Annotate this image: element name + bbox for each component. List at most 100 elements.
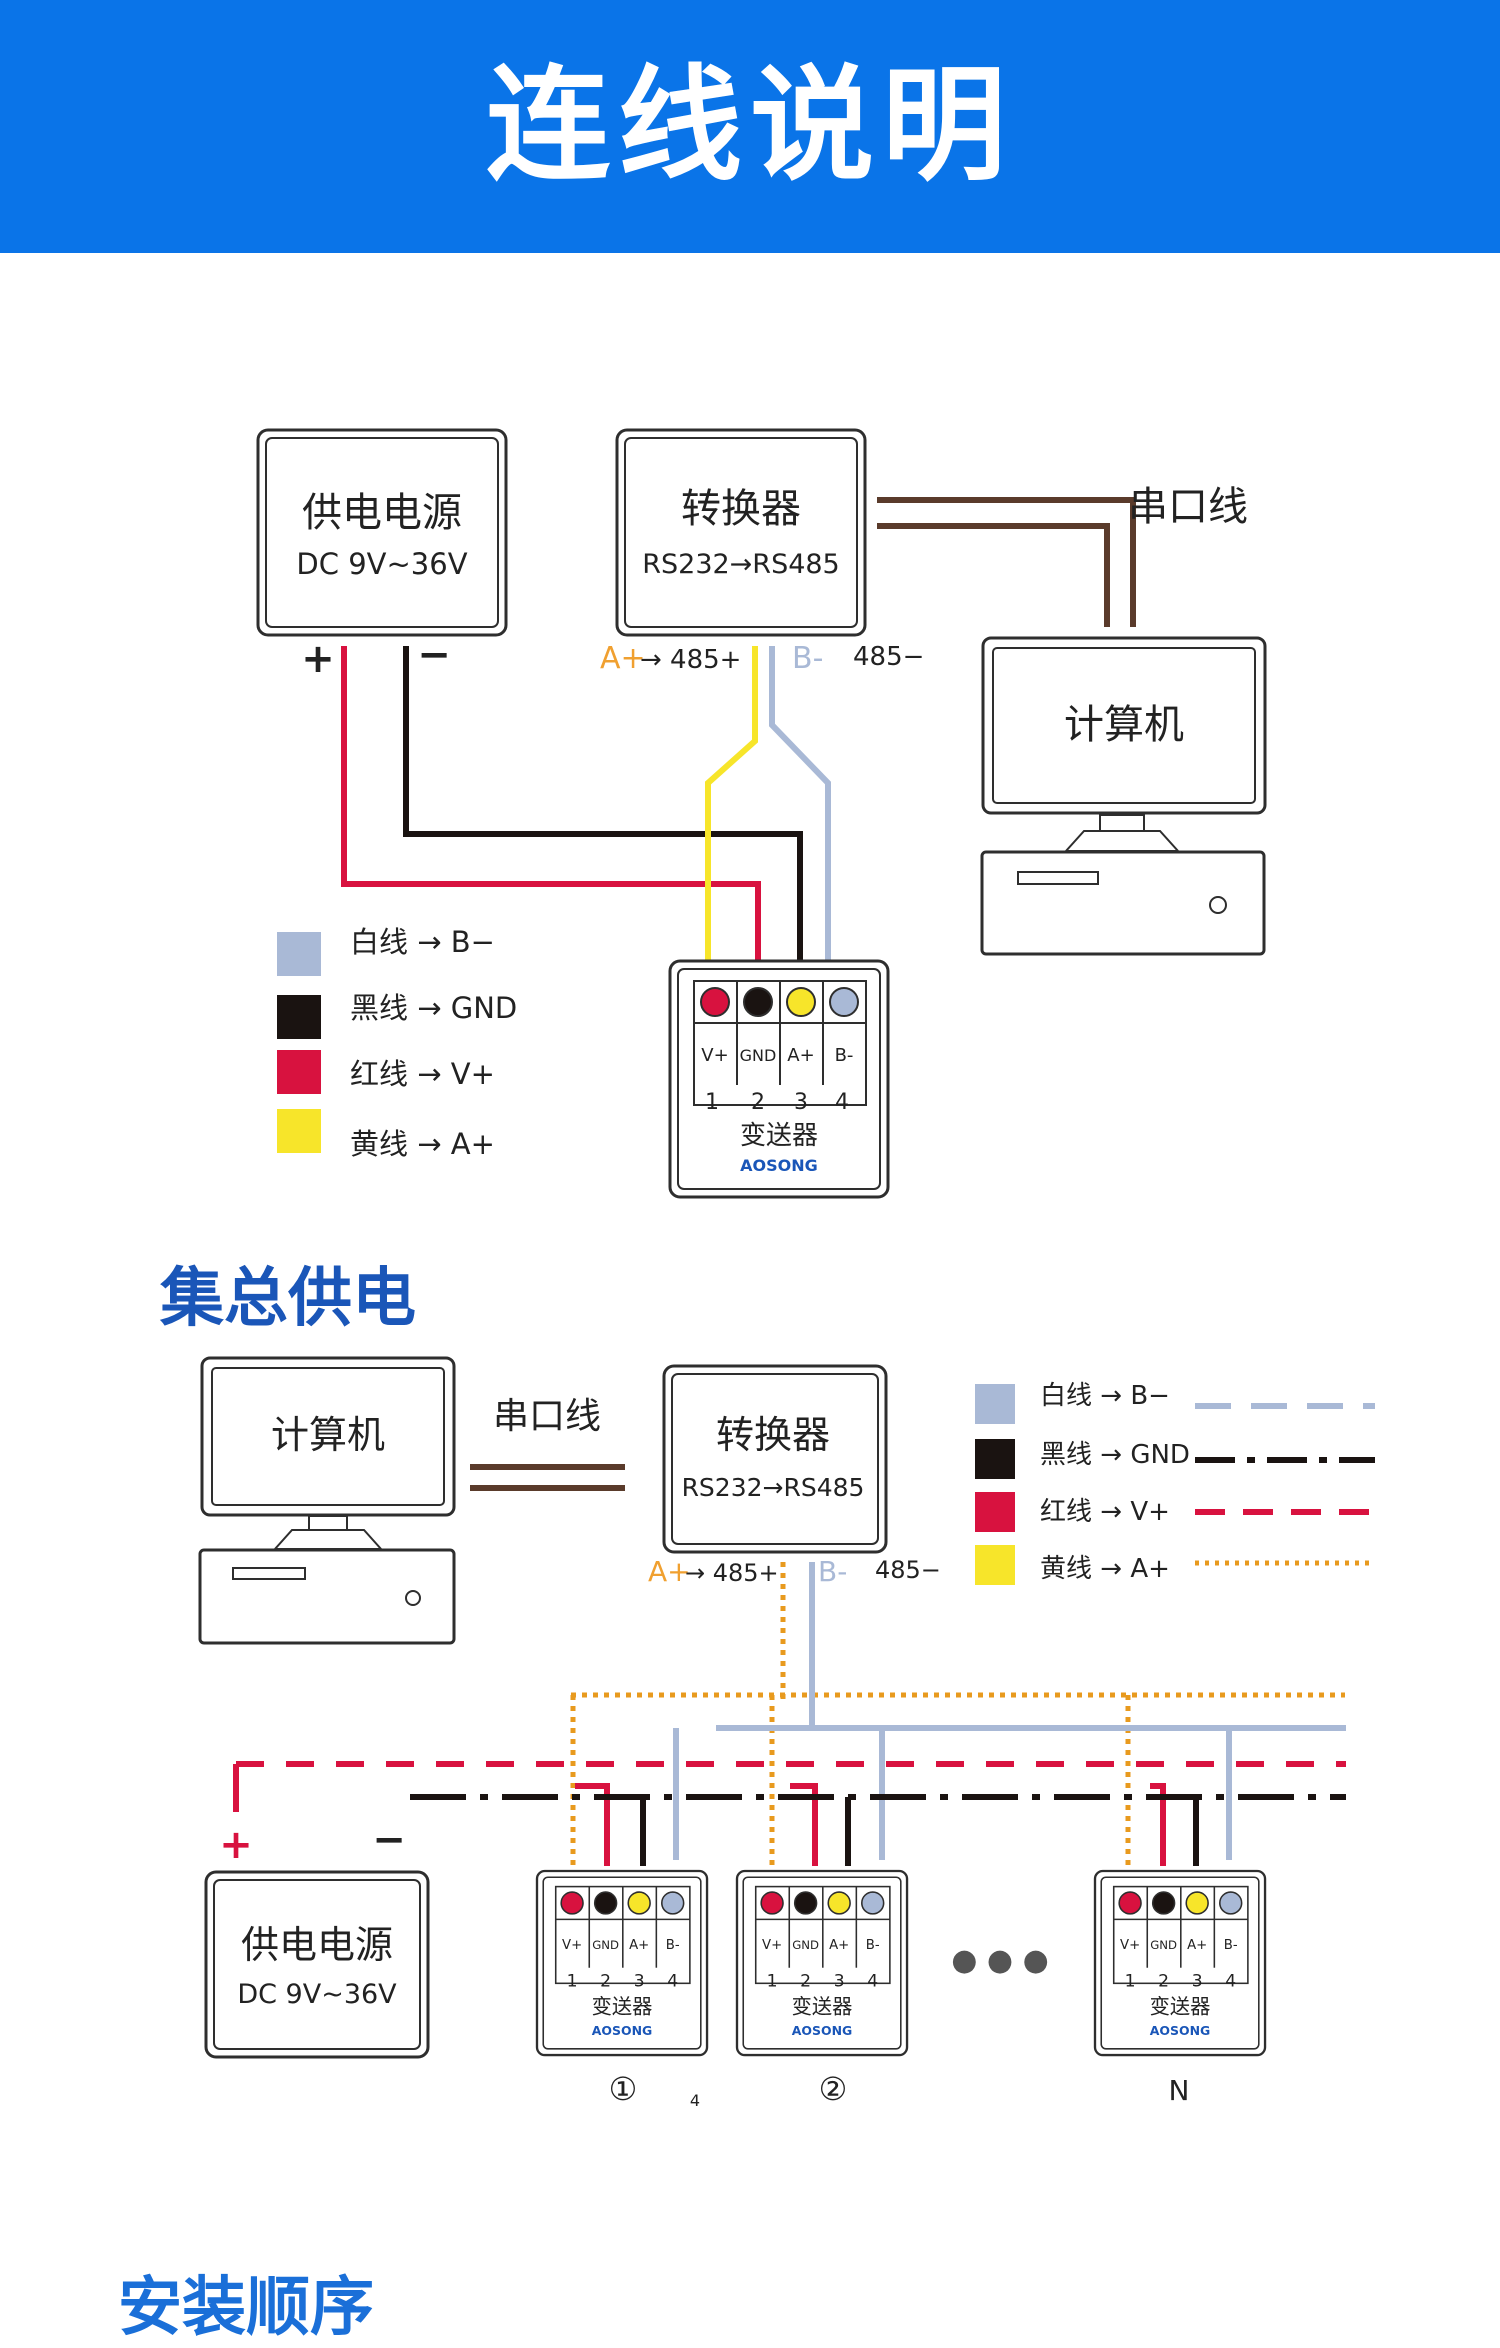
pin-label: A+ bbox=[629, 1938, 649, 1953]
title-banner bbox=[0, 0, 1500, 253]
transmitter-1-box: V+ GND A+ B- 1 2 3 4 变送器 AOSONG bbox=[535, 1869, 709, 2057]
power-spec: DC 9V~36V bbox=[296, 547, 467, 581]
svg-text:3: 3 bbox=[794, 1090, 808, 1115]
pin-number: 3 bbox=[1192, 1971, 1203, 1991]
computer-2-label: 计算机 bbox=[271, 1413, 385, 1457]
svg-text:A+: A+ bbox=[787, 1045, 814, 1066]
legend-1-white-label: 白线 → B− bbox=[350, 925, 495, 959]
pin-number: 3 bbox=[634, 1971, 645, 1991]
legend-2-red-label: 红线 → V+ bbox=[1040, 1497, 1170, 1527]
transmitter-3-box: V+ GND A+ B- 1 2 3 4 变送器 AOSONG bbox=[1093, 1869, 1267, 2057]
a-plus-out-label: → 485+ bbox=[640, 645, 741, 675]
power-supply-box: 供电电源 DC 9V~36V bbox=[256, 428, 508, 637]
bus-wires bbox=[233, 1562, 1346, 1866]
pin-number: 2 bbox=[1158, 1971, 1169, 1991]
section-title-central-power: 集总供电 bbox=[160, 1262, 416, 1336]
transmitter-brand: AOSONG bbox=[592, 2023, 653, 2038]
pin-number: 1 bbox=[1125, 1971, 1136, 1991]
section-title-install-order: 安装顺序 bbox=[118, 2271, 374, 2345]
power-2-plus-sign: + bbox=[219, 1822, 253, 1868]
pin-number: 2 bbox=[800, 1971, 811, 1991]
svg-text:V+: V+ bbox=[701, 1045, 728, 1066]
converter-2-box: 转换器 RS232→RS485 bbox=[662, 1364, 888, 1554]
legend-1-red-label: 红线 → V+ bbox=[350, 1057, 495, 1091]
transmitter-box: V+ GND A+ B- 1 2 3 4 变送器 AOSONG bbox=[668, 959, 890, 1199]
power-2-minus-sign: − bbox=[372, 1817, 406, 1863]
pin-label: V+ bbox=[762, 1938, 782, 1953]
power-minus-sign: − bbox=[417, 632, 451, 678]
legend-2-white-label: 白线 → B− bbox=[1040, 1381, 1170, 1411]
svg-text:2: 2 bbox=[751, 1090, 765, 1115]
legend-1-swatch-yellow bbox=[277, 1109, 321, 1153]
b-minus-2-out-label: 485− bbox=[875, 1556, 941, 1584]
power-supply-2-box: 供电电源 DC 9V~36V bbox=[204, 1870, 430, 2059]
converter-box: 转换器 RS232→RS485 bbox=[615, 428, 867, 637]
pin-number: 4 bbox=[1225, 1971, 1236, 1991]
a-plus-label: A+ bbox=[600, 641, 646, 676]
section1-wires bbox=[341, 646, 831, 963]
transmitter-name: 变送器 bbox=[1150, 1995, 1211, 2019]
transmitter-name: 变送器 bbox=[792, 1995, 853, 2019]
pin-number: 4 bbox=[867, 1971, 878, 1991]
serial-cable-2 bbox=[470, 1464, 625, 1491]
device-1-label: ① bbox=[609, 2070, 638, 2108]
a-plus-2-label: A+ bbox=[648, 1555, 691, 1588]
pin-number: 2 bbox=[600, 1971, 611, 1991]
computer-2-icon bbox=[198, 1356, 456, 1645]
power-2-title: 供电电源 bbox=[241, 1923, 393, 1967]
svg-text:GND: GND bbox=[740, 1046, 777, 1065]
small-mark: 4 bbox=[690, 2091, 700, 2110]
legend-1-swatch-white bbox=[277, 932, 321, 976]
b-minus-2-label: B- bbox=[818, 1555, 847, 1588]
serial-cable-2-label: 串口线 bbox=[493, 1396, 601, 1437]
legend-2-black-label: 黑线 → GND bbox=[1040, 1440, 1190, 1470]
converter-title: 转换器 bbox=[681, 486, 801, 532]
computer-icon bbox=[980, 636, 1267, 956]
pin-label: B- bbox=[666, 1938, 680, 1953]
pin-label: V+ bbox=[1120, 1938, 1140, 1953]
ellipsis: ● ● ● bbox=[951, 1943, 1049, 1978]
device-n-label: N bbox=[1169, 2074, 1190, 2107]
pin-number: 1 bbox=[567, 1971, 578, 1991]
a-plus-2-out-label: → 485+ bbox=[685, 1559, 779, 1587]
transmitter-group: V+ GND A+ B- 1 2 3 4 变送器 AOSONG V+ GND A+ B- 1 2 3 4 变送器 AO… bbox=[535, 1869, 1267, 2057]
pin-label: B- bbox=[866, 1938, 880, 1953]
pin-label: GND bbox=[1150, 1938, 1177, 1952]
pin-label: GND bbox=[792, 1938, 819, 1952]
legend-2-yellow-label: 黄线 → A+ bbox=[1040, 1554, 1170, 1584]
pin-label: GND bbox=[592, 1938, 619, 1952]
transmitter-brand: AOSONG bbox=[792, 2023, 853, 2038]
legend-1-black-label: 黑线 → GND bbox=[350, 991, 517, 1025]
svg-text:B-: B- bbox=[835, 1045, 854, 1066]
svg-text:变送器: 变送器 bbox=[740, 1121, 818, 1151]
transmitter-name: 变送器 bbox=[592, 1995, 653, 2019]
pin-label: A+ bbox=[1187, 1938, 1207, 1953]
transmitter-brand: AOSONG bbox=[1150, 2023, 1211, 2038]
pin-label: A+ bbox=[829, 1938, 849, 1953]
converter-2-spec: RS232→RS485 bbox=[682, 1473, 865, 1502]
svg-text:4: 4 bbox=[835, 1090, 849, 1115]
svg-text:1: 1 bbox=[705, 1090, 719, 1115]
pin-label: B- bbox=[1224, 1938, 1238, 1953]
serial-cable bbox=[877, 497, 1136, 627]
transmitter-2-box: V+ GND A+ B- 1 2 3 4 变送器 AOSONG bbox=[735, 1869, 909, 2057]
device-2-label: ② bbox=[819, 2070, 848, 2108]
pin-label: V+ bbox=[562, 1938, 582, 1953]
legend-1-swatch-red bbox=[277, 1050, 321, 1094]
b-minus-label: B- bbox=[792, 641, 823, 676]
computer-label: 计算机 bbox=[1064, 702, 1184, 748]
serial-cable-label: 串口线 bbox=[1128, 484, 1248, 530]
pin-number: 3 bbox=[834, 1971, 845, 1991]
converter-2-title: 转换器 bbox=[716, 1413, 830, 1457]
b-minus-out-label: 485− bbox=[853, 642, 924, 672]
svg-text:AOSONG: AOSONG bbox=[740, 1156, 818, 1175]
power-plus-sign: + bbox=[301, 636, 335, 682]
banner-title: 连线说明 bbox=[485, 54, 1014, 198]
pin-number: 4 bbox=[667, 1971, 678, 1991]
legend-2: 白线 → B− 黑线 → GND 红线 → V+ 黄线 → A+ bbox=[975, 1381, 1375, 1585]
pin-number: 1 bbox=[767, 1971, 778, 1991]
legend-1: 白线 → B− 黑线 → GND 红线 → V+ 黄线 → A+ bbox=[277, 925, 517, 1161]
power-2-spec: DC 9V~36V bbox=[237, 1979, 397, 2010]
power-title: 供电电源 bbox=[302, 490, 462, 536]
